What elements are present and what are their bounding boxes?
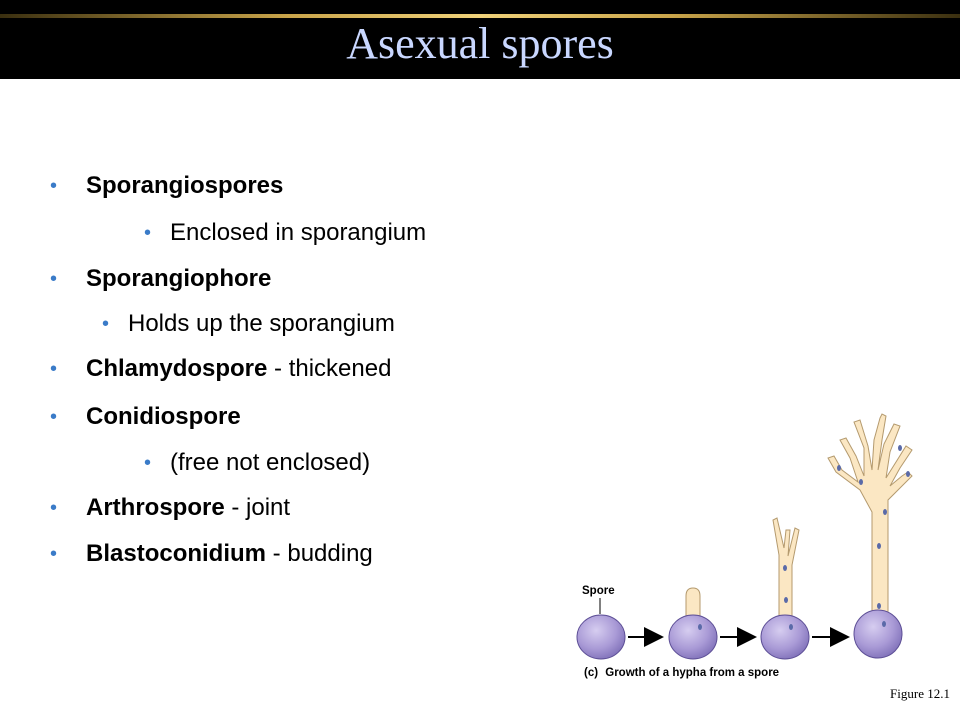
nucleus (784, 597, 788, 603)
bullet-dot: • (50, 358, 58, 380)
nucleus (789, 624, 793, 630)
bullet-term: Blastoconidium (86, 540, 267, 567)
subbullet-holds-up: • Holds up the sporangium (102, 310, 395, 338)
nucleus (698, 624, 702, 630)
bullet-detail: (free not enclosed) (170, 449, 371, 476)
bullet-sporangiophore: • Sporangiophore (50, 265, 272, 293)
bullet-detail: - joint (224, 494, 291, 521)
spore-stage-3 (760, 614, 810, 660)
bullet-term: Chlamydospore (86, 355, 268, 382)
bullet-term: Arthrospore (86, 494, 225, 521)
caption-text: Growth of a hypha from a spore (605, 667, 779, 679)
branched-mycelium (827, 413, 913, 623)
figure-caption: Figure 12.1 (890, 686, 950, 701)
bullet-dot: • (50, 175, 58, 197)
bullet-dot: • (50, 268, 58, 290)
bullet-dot: • (144, 452, 152, 474)
subbullet-enclosed: • Enclosed in sporangium (144, 219, 427, 247)
nucleus (906, 471, 910, 477)
spore-stage-1 (576, 614, 626, 660)
nucleus (898, 445, 902, 451)
title-bar: Asexual spores (0, 0, 960, 79)
slide-title: Asexual spores (346, 19, 614, 68)
bullet-term: Sporangiospores (86, 172, 284, 199)
bullet-detail: Enclosed in sporangium (170, 219, 427, 246)
bullet-term: Sporangiophore (86, 265, 272, 292)
nucleus (882, 621, 886, 627)
diagram-caption: (c) Growth of a hypha from a spore (584, 667, 779, 679)
bullet-sporangiospores: • Sporangiospores (50, 172, 284, 200)
nucleus (877, 603, 881, 609)
caption-letter: (c) (584, 667, 598, 679)
bullet-chlamydospore: • Chlamydospore - thickened (50, 355, 392, 383)
bullet-detail: - thickened (267, 355, 392, 382)
bullet-detail: Holds up the sporangium (128, 310, 395, 337)
bullet-arthrospore: • Arthrospore - joint (50, 494, 291, 522)
nucleus (877, 543, 881, 549)
bullet-dot: • (102, 313, 110, 335)
nucleus (837, 465, 841, 471)
bullet-blastoconidium: • Blastoconidium - budding (50, 540, 373, 568)
spore-stage-2 (668, 614, 718, 660)
bullet-term: Conidiospore (86, 403, 241, 430)
nucleus (859, 479, 863, 485)
bullet-conidiospore: • Conidiospore (50, 403, 241, 431)
nucleus (783, 565, 787, 571)
spore-label: Spore (582, 585, 615, 597)
nucleus (883, 509, 887, 515)
bullet-dot: • (144, 222, 152, 244)
subbullet-free: • (free not enclosed) (144, 449, 371, 477)
bullet-dot: • (50, 406, 58, 428)
bullet-dot: • (50, 543, 58, 565)
spore-stage-4 (853, 609, 903, 659)
bullet-detail: - budding (266, 540, 373, 567)
title-rule (0, 14, 960, 18)
bullet-dot: • (50, 497, 58, 519)
